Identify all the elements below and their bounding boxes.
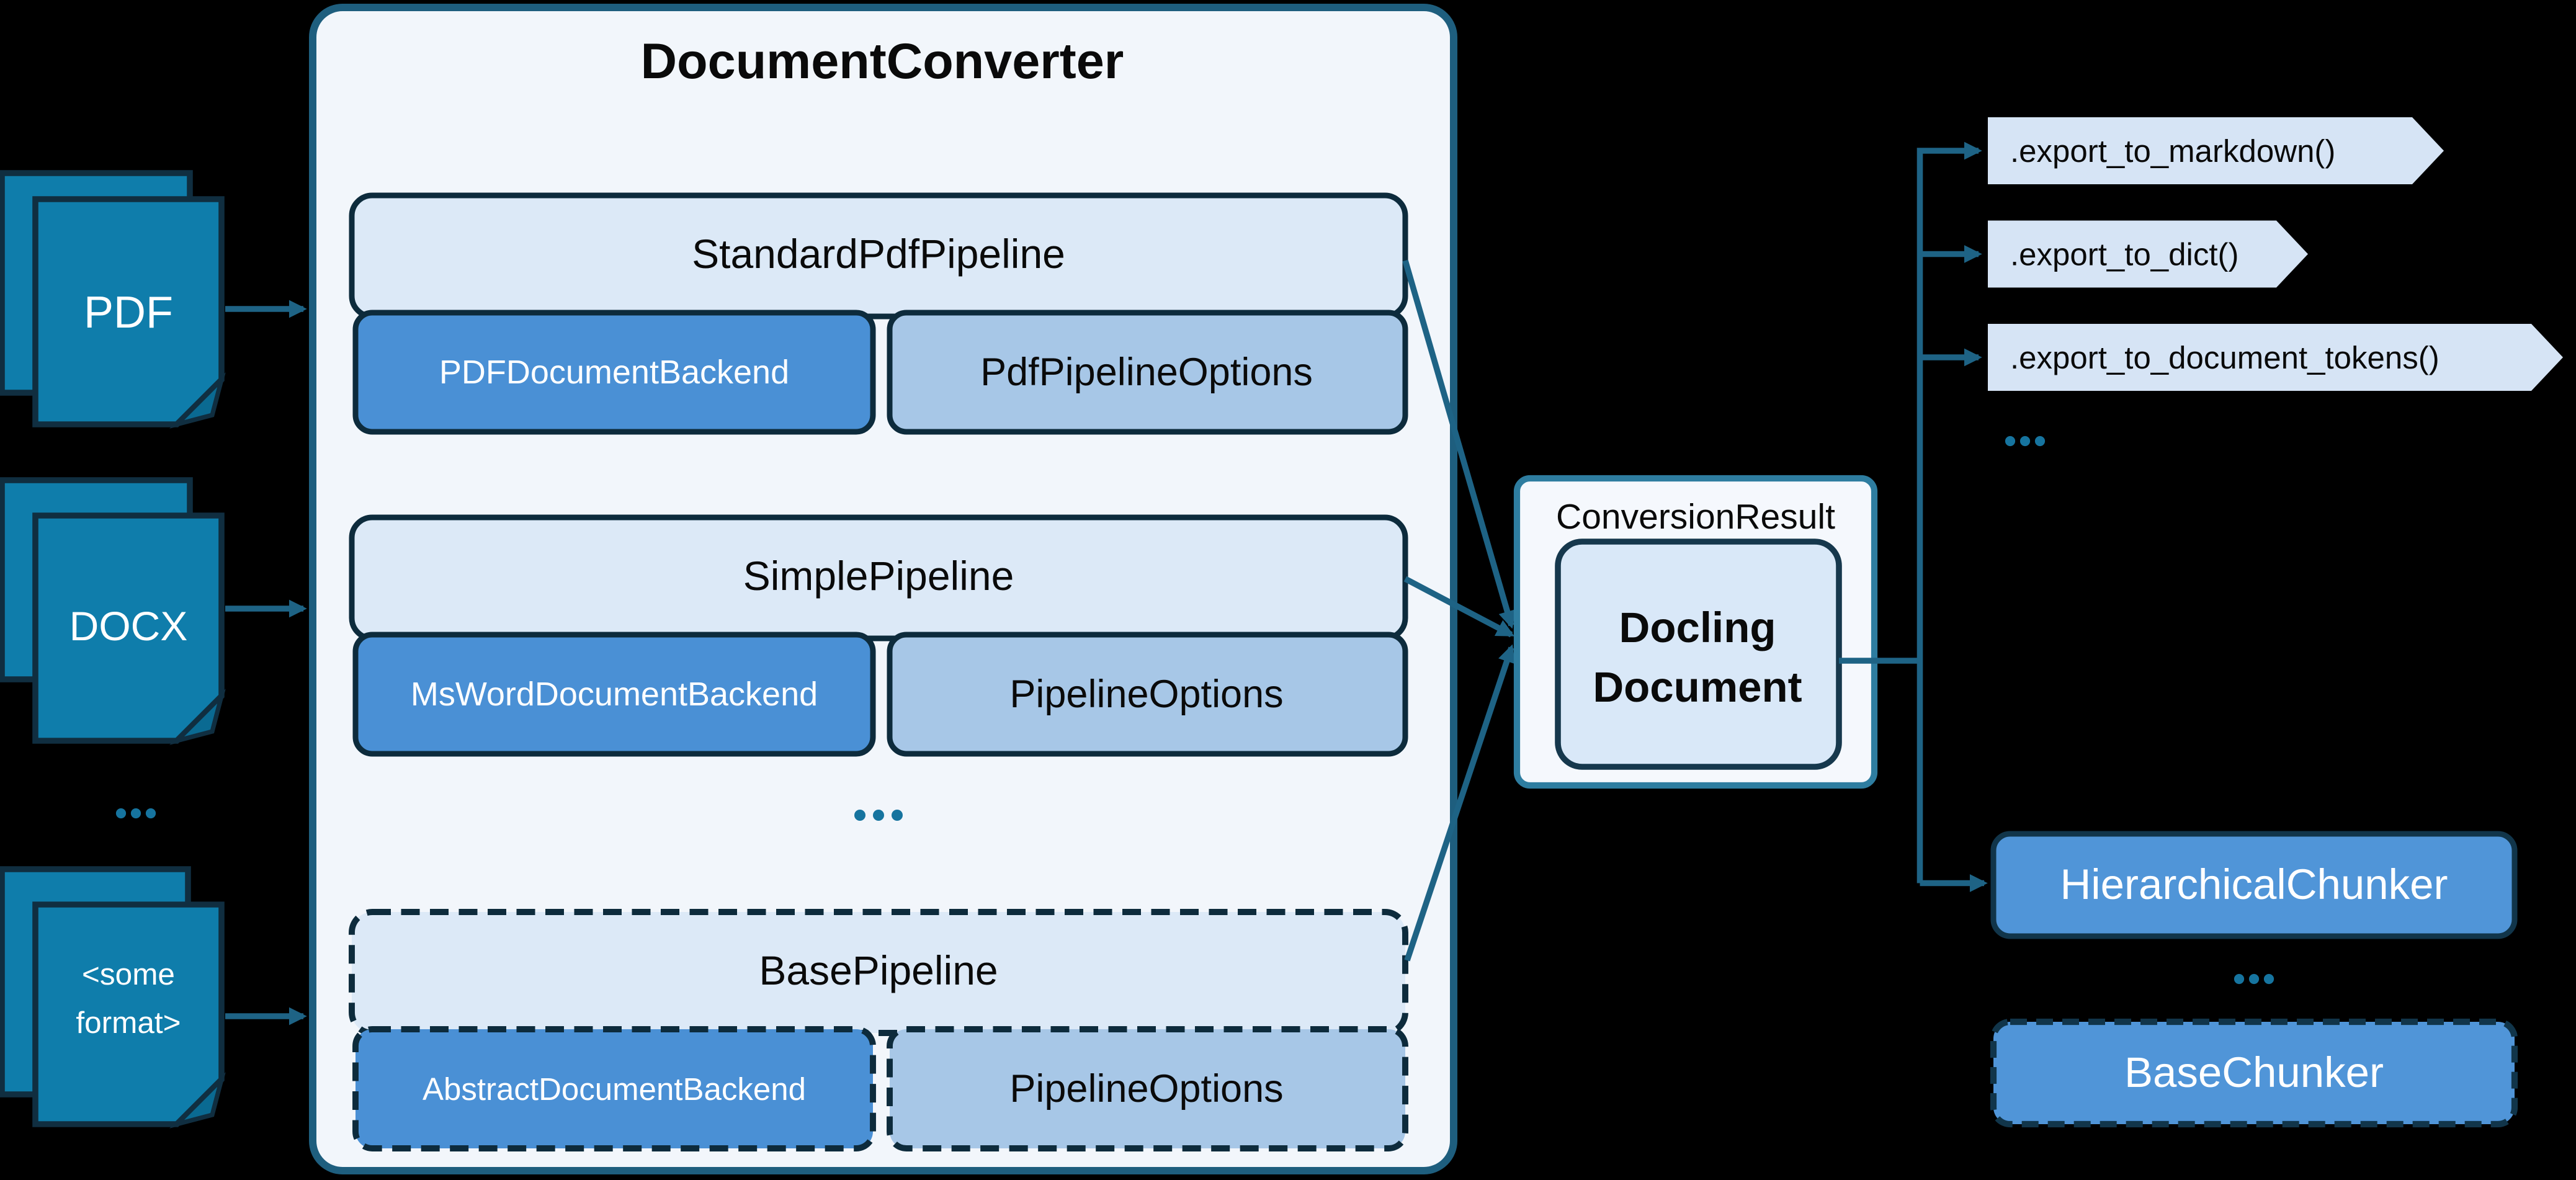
msword-document-backend-box	[352, 632, 876, 757]
abstract-document-backend-box	[352, 1026, 876, 1151]
msword-document-backend-label: MsWordDocumentBackend	[411, 676, 818, 713]
pdf-document-backend-label: PDFDocumentBackend	[439, 354, 789, 391]
conversion-result-label: ConversionResult	[1556, 497, 1835, 537]
export-banner-dict: .export_to_dict()	[1988, 220, 2308, 288]
pdf-pipeline-options-box	[887, 310, 1408, 435]
some-format-page-fold	[169, 1072, 226, 1129]
docling-document-label-line2: Document	[1593, 663, 1802, 711]
base-pipeline-label: BasePipeline	[759, 947, 998, 993]
standard-pdf-pipeline-label: StandardPdfPipeline	[692, 231, 1065, 277]
docling-document-label-line1: Docling	[1619, 604, 1776, 651]
source-docx-label: DOCX	[69, 603, 188, 649]
arrow-base-pipeline-to-result	[1404, 644, 1516, 962]
pipeline-group-standard-pdf: StandardPdfPipeline PDFDocumentBackend P…	[349, 192, 1408, 435]
arrow-standard-pipeline-to-result	[1402, 259, 1516, 629]
export-document-tokens-shape	[1988, 324, 2563, 391]
export-banner-document-tokens: .export_to_document_tokens()	[1988, 324, 2563, 391]
pdf-document-backend-box	[352, 310, 876, 435]
hierarchical-chunker-label: HierarchicalChunker	[2060, 860, 2448, 908]
base-chunker-label: BaseChunker	[2124, 1048, 2384, 1096]
hierarchical-chunker-box	[1990, 831, 2518, 939]
simple-pipeline-label: SimplePipeline	[743, 553, 1014, 599]
simple-pipeline-box	[349, 514, 1408, 641]
source-some-format-icon: <some format>	[0, 866, 226, 1129]
pdf-page-fold	[169, 372, 226, 429]
source-pdf-label: PDF	[84, 288, 173, 337]
abstract-document-backend-label: AbstractDocumentBackend	[423, 1071, 806, 1107]
chunker-hierarchical: HierarchicalChunker	[1990, 831, 2518, 939]
export-dict-label: .export_to_dict()	[2010, 237, 2239, 272]
base-pipeline-box	[349, 909, 1408, 1036]
sources-ellipsis	[115, 808, 156, 819]
source-some-format-label-line1: <some	[82, 957, 175, 991]
base-pipeline-options-label: PipelineOptions	[1009, 1067, 1283, 1111]
document-converter-title: DocumentConverter	[641, 34, 1124, 89]
export-banner-markdown: .export_to_markdown()	[1988, 117, 2444, 184]
chunkers-ellipsis	[2234, 973, 2274, 985]
base-pipeline-options-box	[887, 1026, 1408, 1151]
simple-pipeline-options-label: PipelineOptions	[1009, 673, 1283, 716]
chunker-base: BaseChunker	[1990, 1018, 2518, 1128]
source-pdf-icon: PDF	[0, 170, 226, 429]
export-markdown-shape	[1988, 117, 2444, 184]
pipeline-group-base: BasePipeline AbstractDocumentBackend Pip…	[349, 909, 1408, 1151]
pipelines-ellipsis	[854, 810, 903, 821]
conversion-result-group: ConversionResult Docling Document	[1513, 475, 1878, 789]
pdf-pipeline-options-label: PdfPipelineOptions	[980, 351, 1313, 394]
source-docx-icon: DOCX	[0, 477, 226, 745]
source-some-format-label-line2: format>	[76, 1006, 181, 1040]
base-chunker-box	[1990, 1018, 2518, 1128]
docx-page-fold	[169, 689, 226, 745]
export-document-tokens-label: .export_to_document_tokens()	[2010, 340, 2440, 375]
export-markdown-label: .export_to_markdown()	[2010, 133, 2335, 169]
arrow-simple-pipeline-to-result	[1403, 576, 1515, 638]
simple-pipeline-options-box	[887, 632, 1408, 757]
connector-trunk	[1916, 141, 1982, 883]
docling-document-box	[1555, 539, 1842, 770]
export-dict-shape	[1988, 220, 2308, 288]
exports-ellipsis	[2005, 436, 2046, 447]
pipeline-group-simple: SimplePipeline MsWordDocumentBackend Pip…	[349, 514, 1408, 757]
standard-pdf-pipeline-box	[349, 192, 1408, 320]
